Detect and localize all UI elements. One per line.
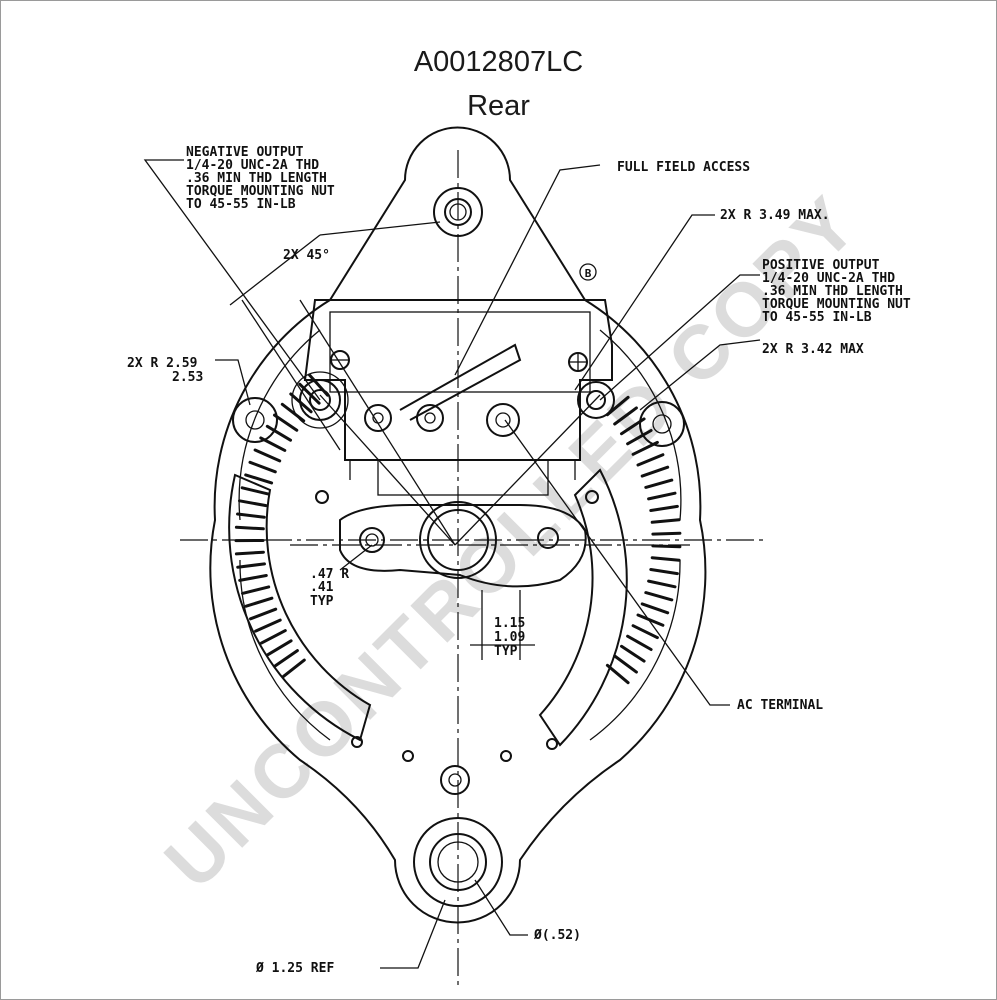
svg-text:1/4-20 UNC-2A THD: 1/4-20 UNC-2A THD: [762, 271, 895, 286]
cooling-slot: [650, 556, 681, 562]
cooling-slot: [647, 491, 677, 501]
svg-text:1.15: 1.15: [494, 616, 525, 631]
svg-text:B: B: [585, 267, 592, 280]
cooling-slot: [236, 512, 266, 519]
callout-slot-width: 1.15 1.09 TYP: [494, 616, 525, 659]
callout-bore-diameter: Ø(.52): [533, 928, 581, 943]
callout-radius-max-right: 2X R 3.42 MAX: [762, 342, 864, 357]
cooling-slot: [238, 574, 268, 582]
cooling-slot: [613, 654, 638, 674]
cooling-slot: [613, 406, 638, 426]
svg-text:1/4-20 UNC-2A THD: 1/4-20 UNC-2A THD: [186, 158, 319, 173]
cooling-slot: [308, 373, 329, 397]
callout-ac-terminal: AC TERMINAL: [737, 698, 823, 713]
cooling-slot: [266, 639, 293, 657]
cooling-slot: [273, 649, 299, 668]
cooling-slot: [259, 629, 287, 645]
cooling-slot: [259, 436, 287, 452]
bottom-mounting-lug: [413, 765, 503, 907]
cooling-slot: [273, 413, 299, 432]
cooling-slot: [241, 585, 271, 595]
svg-text:TYP: TYP: [310, 594, 334, 609]
svg-text:.36 MIN THD LENGTH: .36 MIN THD LENGTH: [186, 171, 327, 186]
cooling-slot: [650, 518, 681, 524]
cooling-slot: [649, 504, 679, 512]
svg-text:TORQUE MOUNTING NUT: TORQUE MOUNTING NUT: [186, 184, 335, 199]
cooling-slot: [236, 562, 266, 569]
svg-text:TO 45-55 IN-LB: TO 45-55 IN-LB: [762, 310, 872, 325]
svg-text:.47 R: .47 R: [310, 567, 349, 582]
cooling-slot: [244, 473, 274, 485]
cooling-slot: [253, 448, 282, 463]
cooling-slot: [244, 596, 274, 608]
cooling-slot: [631, 624, 659, 640]
cooling-slot: [651, 531, 682, 536]
cooling-slot: [234, 550, 265, 556]
cooling-slot: [647, 579, 677, 589]
svg-text:2X R 2.59: 2X R 2.59: [127, 356, 197, 371]
cooling-slot: [238, 499, 268, 508]
svg-text:TORQUE MOUNTING NUT: TORQUE MOUNTING NUT: [762, 297, 911, 312]
svg-text:2.53: 2.53: [172, 370, 203, 385]
callout-radius-left: 2X R 2.59 2.53: [127, 356, 203, 385]
cooling-slot: [265, 424, 292, 442]
cooling-slot: [640, 465, 670, 478]
cooling-slot: [249, 607, 278, 621]
svg-text:TYP: TYP: [494, 644, 518, 659]
svg-text:POSITIVE OUTPUT: POSITIVE OUTPUT: [762, 258, 880, 273]
cooling-slot: [240, 486, 270, 496]
cooling-slot: [605, 395, 630, 417]
cooling-slot: [234, 525, 265, 531]
bearing-boss: [339, 501, 587, 588]
callout-radius-max-top: 2X R 3.49 MAX.: [720, 208, 830, 223]
cooling-slot: [605, 663, 630, 685]
positive-output-terminal: [577, 381, 615, 419]
cooling-slot: [620, 644, 646, 663]
cooling-slot: [280, 402, 306, 423]
cooling-slot: [636, 453, 665, 467]
svg-text:1.09: 1.09: [494, 630, 525, 645]
cooling-slot: [644, 478, 674, 489]
drawing-subtitle: Rear: [467, 90, 530, 122]
cooling-slot: [289, 392, 313, 414]
callout-angle: 2X 45°: [283, 248, 330, 263]
leader-lines: [143, 159, 761, 969]
side-lugs: [232, 397, 685, 447]
top-mounting-lug: [433, 187, 483, 237]
cooling-slot: [640, 602, 670, 615]
cooling-slot: [626, 429, 653, 446]
svg-text:.36 MIN THD LENGTH: .36 MIN THD LENGTH: [762, 284, 903, 299]
cooling-slot: [636, 613, 665, 627]
cooling-slot: [631, 440, 659, 456]
cooling-slot: [651, 544, 682, 549]
callout-negative-output: NEGATIVE OUTPUT 1/4-20 UNC-2A THD .36 MI…: [186, 145, 335, 212]
callout-slot-radius: .47 R .41 TYP: [310, 567, 349, 609]
callout-full-field-access: FULL FIELD ACCESS: [617, 160, 750, 175]
drawing-title: A0012807LC: [413, 46, 584, 78]
cooling-slot: [248, 460, 277, 474]
cooling-slots-right: [538, 468, 628, 747]
cooling-slot: [298, 382, 321, 405]
housing-outline: [209, 126, 707, 924]
marker-b: B: [579, 263, 597, 281]
cooling-slot: [626, 634, 653, 651]
svg-text:.41: .41: [310, 580, 334, 595]
regulator-terminals: [330, 343, 588, 437]
svg-text:NEGATIVE OUTPUT: NEGATIVE OUTPUT: [186, 145, 304, 160]
callout-positive-output: POSITIVE OUTPUT 1/4-20 UNC-2A THD .36 MI…: [762, 258, 911, 325]
callout-ref-diameter: Ø 1.25 REF: [255, 961, 334, 976]
cooling-slot: [644, 591, 674, 602]
cooling-slot: [649, 568, 679, 576]
cooling-slot: [281, 658, 306, 679]
svg-text:TO 45-55 IN-LB: TO 45-55 IN-LB: [186, 197, 296, 212]
cooling-slot: [254, 618, 282, 633]
cooling-slots-left: [228, 473, 372, 742]
cooling-slot: [620, 417, 646, 436]
small-holes: [315, 490, 599, 762]
